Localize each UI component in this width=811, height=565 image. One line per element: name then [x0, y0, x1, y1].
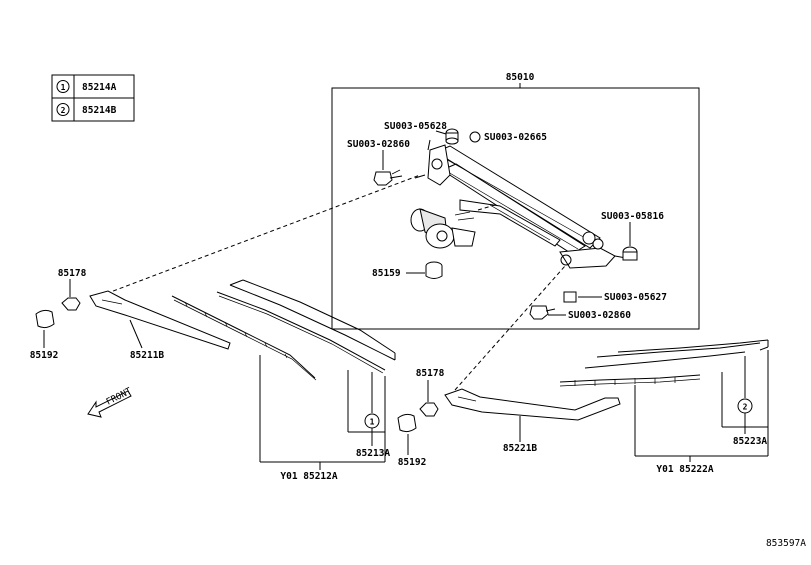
- diagram-id: 853597A: [766, 538, 806, 549]
- label-85178-left: 85178: [58, 268, 87, 279]
- arm-85221b: [444, 388, 621, 421]
- legend-marker-1: [56, 80, 70, 93]
- legend-part-2: 85214B: [82, 105, 117, 116]
- label-85221b: 85221B: [503, 443, 538, 454]
- label-85211b: 85211B: [130, 350, 165, 361]
- cap-85192-right: [397, 413, 417, 433]
- right-blade: 2 85223A Y01 85222A: [559, 339, 769, 475]
- marker-2-text: 2: [743, 403, 748, 412]
- grommet-85159: 85159: [372, 261, 443, 279]
- left-arm-group: 85178 85192 85211B: [30, 268, 231, 361]
- label-su003-05628: SU003-05628: [384, 121, 447, 132]
- label-85178-right: 85178: [416, 368, 445, 379]
- bolt-02860-top: SU003-02860: [347, 139, 410, 186]
- linkage-assembly: 85010: [331, 72, 700, 330]
- label-85213a: 85213A: [356, 448, 391, 459]
- cap-85192-left: [35, 309, 55, 329]
- bushing-05816: SU003-05816: [601, 211, 664, 261]
- label-su003-05816: SU003-05816: [601, 211, 664, 222]
- legend-table: 1 85214A 2 85214B: [51, 74, 135, 122]
- label-85223a: 85223A: [733, 436, 768, 447]
- right-arm-group: 85178 85192 85221B: [397, 368, 621, 468]
- label-85192-right: 85192: [398, 457, 427, 468]
- label-y01-85212a: Y01 85212A: [280, 471, 337, 482]
- legend-marker-2: [56, 103, 70, 116]
- bushing-05627: SU003-05627: [563, 291, 667, 303]
- label-y01-85222a: Y01 85222A: [656, 464, 713, 475]
- arm-85211b: [89, 290, 231, 350]
- legend-marker-2-text: 2: [61, 106, 66, 115]
- front-direction-arrow: FRONT: [87, 386, 134, 418]
- label-su003-02860-top: SU003-02860: [347, 139, 410, 150]
- label-85010: 85010: [506, 72, 535, 83]
- nut-85178-right: [419, 402, 439, 417]
- bolt-02860-bottom: SU003-02860: [529, 305, 631, 321]
- label-85192-left: 85192: [30, 350, 59, 361]
- left-blade: 1 85213A Y01 85212A: [171, 279, 396, 482]
- label-su003-02665: SU003-02665: [484, 132, 547, 143]
- marker-1-text: 1: [370, 418, 375, 427]
- cap-02665: SU003-02665: [469, 131, 547, 143]
- wiper-motor: [410, 208, 476, 249]
- legend-part-1: 85214A: [82, 82, 117, 93]
- connection-lines: [99, 174, 566, 391]
- label-front: FRONT: [105, 386, 134, 407]
- label-su003-05627: SU003-05627: [604, 292, 667, 303]
- label-85159: 85159: [372, 268, 401, 279]
- nut-85178-left: [61, 297, 81, 311]
- bushing-05628: SU003-05628: [384, 121, 459, 145]
- linkage-bars: [414, 139, 627, 269]
- legend-marker-1-text: 1: [61, 83, 66, 92]
- label-su003-02860-bottom: SU003-02860: [568, 310, 631, 321]
